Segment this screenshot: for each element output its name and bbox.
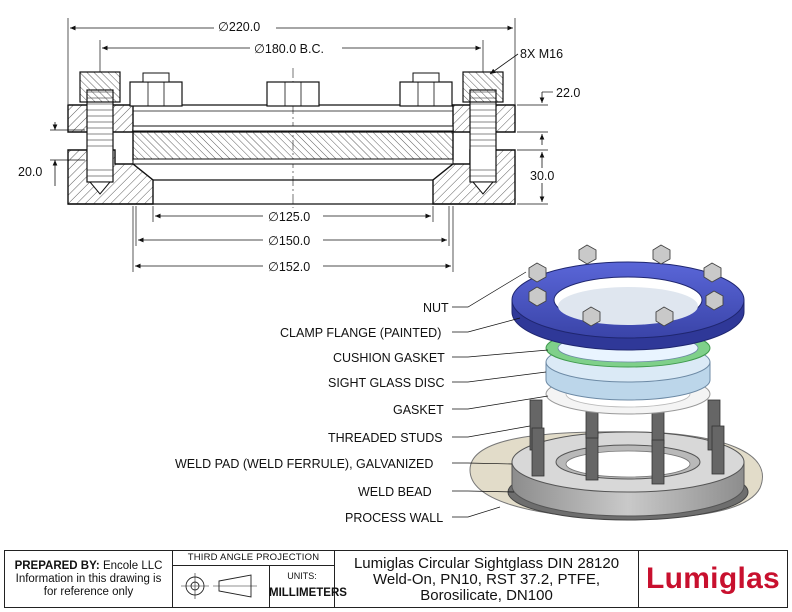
dim-bore-dia: ∅152.0 xyxy=(132,206,454,274)
dim-pad-thickness: 30.0 xyxy=(517,149,556,205)
title-line-2: Weld-On, PN10, RST 37.2, PTFE, xyxy=(372,571,601,588)
svg-text:8X M16: 8X M16 xyxy=(520,47,563,61)
section-view: ∅220.0 ∅180.0 B.C. 8X M16 22.0 30.0 xyxy=(18,18,580,274)
section-nut-right xyxy=(462,71,504,103)
dim-overall-od: ∅220.0 xyxy=(67,18,516,104)
units-value: MILLIMETERS xyxy=(269,587,347,599)
callout-threaded-studs: THREADED STUDS xyxy=(328,431,443,445)
svg-text:∅180.0 B.C.: ∅180.0 B.C. xyxy=(254,42,324,56)
callout-weld-pad: WELD PAD (WELD FERRULE), GALVANIZED xyxy=(175,457,433,471)
svg-text:∅220.0: ∅220.0 xyxy=(218,20,260,34)
third-angle-projection-icon xyxy=(173,565,270,607)
units-label: UNITS: xyxy=(287,571,317,581)
section-sight-glass xyxy=(132,125,454,165)
svg-text:∅150.0: ∅150.0 xyxy=(268,234,310,248)
prepared-by: Encole LLC xyxy=(102,560,163,572)
prepared-label: PREPARED BY: xyxy=(14,560,100,572)
projection-label: THIRD ANGLE PROJECTION xyxy=(173,551,334,566)
projection-cell: THIRD ANGLE PROJECTION UNITS: MILLIMETER… xyxy=(173,551,347,607)
logo-cell: Lumiglas xyxy=(639,551,787,607)
note-line-2: for reference only xyxy=(43,586,134,598)
title-line-3: Borosilicate, DN100 xyxy=(420,587,553,604)
callout-sight-glass-disc: SIGHT GLASS DISC xyxy=(328,376,444,390)
flange-nuts xyxy=(528,244,724,327)
technical-drawing: ∅220.0 ∅180.0 B.C. 8X M16 22.0 30.0 xyxy=(18,18,763,525)
section-stud-left xyxy=(79,71,121,195)
background-nut-2 xyxy=(266,81,320,107)
dim-view-dia: ∅125.0 xyxy=(152,206,434,224)
lumiglas-logo: Lumiglas xyxy=(645,562,781,595)
title-line-1: Lumiglas Circular Sightglass DIN 28120 xyxy=(353,555,620,572)
prepared-by-cell: PREPARED BY: Encole LLC Information in t… xyxy=(5,551,173,607)
dim-clamp-thickness: 22.0 xyxy=(517,86,580,145)
exploded-view: NUT CLAMP FLANGE (PAINTED) CUSHION GASKE… xyxy=(175,244,763,525)
svg-text:22.0: 22.0 xyxy=(556,86,580,100)
dim-gasket-dia: ∅150.0 xyxy=(135,206,450,248)
callout-weld-bead: WELD BEAD xyxy=(358,485,432,499)
dim-bolt-circle: ∅180.0 B.C. xyxy=(99,40,484,72)
callout-clamp-flange: CLAMP FLANGE (PAINTED) xyxy=(280,326,441,340)
callout-labels: NUT CLAMP FLANGE (PAINTED) CUSHION GASKE… xyxy=(175,271,549,525)
title-block: PREPARED BY: Encole LLC Information in t… xyxy=(4,550,788,608)
drawing-title: Lumiglas Circular Sightglass DIN 28120 W… xyxy=(335,551,639,607)
note-line-1: Information in this drawing is xyxy=(15,573,162,585)
svg-text:20.0: 20.0 xyxy=(18,165,42,179)
dim-glass-thickness: 20.0 xyxy=(18,122,85,186)
background-nut-1 xyxy=(129,72,183,107)
callout-cushion-gasket: CUSHION GASKET xyxy=(333,351,445,365)
units-cell: UNITS: MILLIMETERS xyxy=(269,565,347,607)
callout-gasket: GASKET xyxy=(393,403,444,417)
section-stud-right xyxy=(462,71,504,195)
background-nut-3 xyxy=(399,72,453,107)
dim-bolt-callout: 8X M16 xyxy=(489,47,563,75)
svg-text:∅152.0: ∅152.0 xyxy=(268,260,310,274)
svg-text:30.0: 30.0 xyxy=(530,169,554,183)
section-nut-left xyxy=(79,71,121,103)
callout-nut: NUT xyxy=(423,301,449,315)
callout-process-wall: PROCESS WALL xyxy=(345,511,443,525)
svg-text:∅125.0: ∅125.0 xyxy=(268,210,310,224)
